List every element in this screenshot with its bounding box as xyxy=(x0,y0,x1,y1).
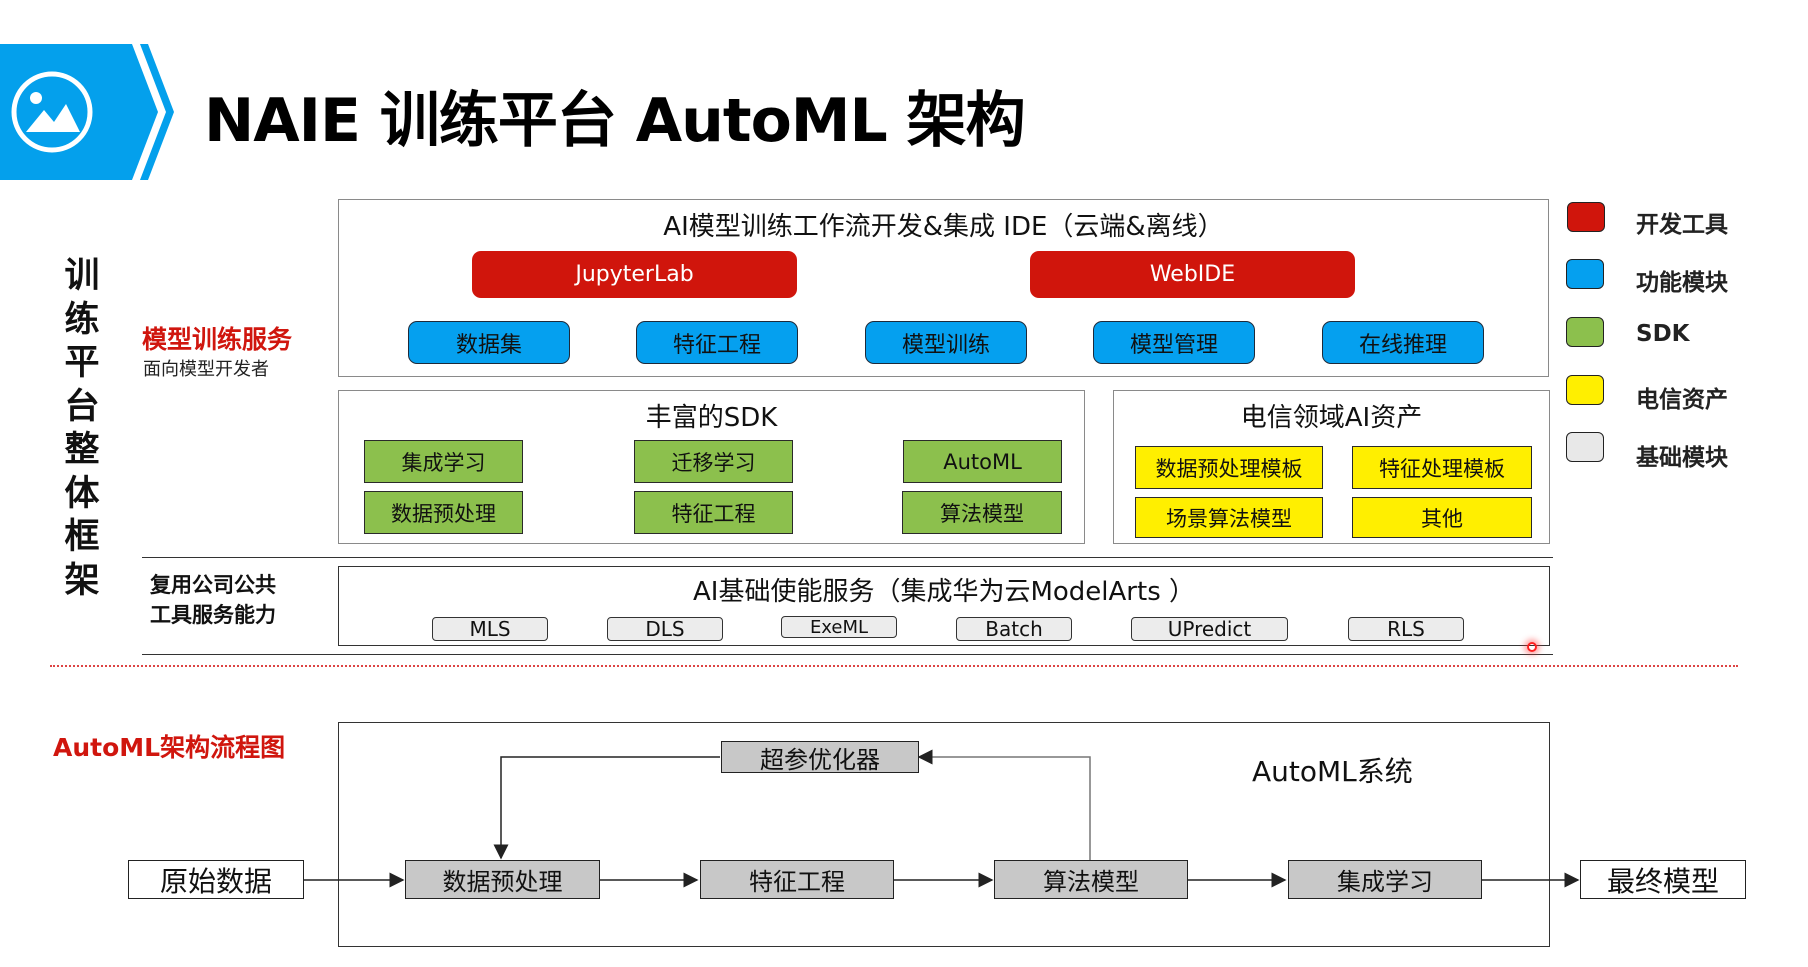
module-online-inference[interactable]: 在线推理 xyxy=(1322,321,1484,364)
flow-step-preprocess[interactable]: 数据预处理 xyxy=(405,860,600,899)
flow-optimizer[interactable]: 超参优化器 xyxy=(721,741,919,774)
sdk-panel-title: 丰富的SDK xyxy=(645,403,778,433)
asset-other[interactable]: 其他 xyxy=(1352,497,1532,538)
sdk-algorithm-model[interactable]: 算法模型 xyxy=(902,491,1062,534)
vertical-title-char: 训 xyxy=(64,256,100,296)
sdk-ensemble-learning[interactable]: 集成学习 xyxy=(364,440,523,483)
base-mls[interactable]: MLS xyxy=(432,617,548,641)
model-service-title: 模型训练服务 xyxy=(142,325,293,354)
vertical-title-char: 平 xyxy=(64,343,100,383)
flow-step-feature[interactable]: 特征工程 xyxy=(700,860,894,899)
legend-swatch-function-modules xyxy=(1566,259,1604,289)
tool-jupyterlab[interactable]: JupyterLab xyxy=(472,251,797,298)
flow-input-raw-data[interactable]: 原始数据 xyxy=(128,860,304,899)
asset-preprocessing-template[interactable]: 数据预处理模板 xyxy=(1135,446,1323,489)
asset-scenario-model[interactable]: 场景算法模型 xyxy=(1135,497,1323,538)
vertical-title-char: 框 xyxy=(64,517,100,557)
module-feature-engineering[interactable]: 特征工程 xyxy=(636,321,798,364)
sdk-feature-engineering[interactable]: 特征工程 xyxy=(634,491,793,534)
legend-swatch-base-modules xyxy=(1566,432,1604,462)
module-dataset[interactable]: 数据集 xyxy=(408,321,570,364)
legend-swatch-sdk xyxy=(1566,317,1604,347)
vertical-title: 训 练 平 台 整 体 框 架 xyxy=(62,255,102,603)
module-model-training[interactable]: 模型训练 xyxy=(865,321,1027,364)
base-services-title: AI基础使能服务（集成华为云ModelArts ） xyxy=(693,577,1195,607)
base-rls[interactable]: RLS xyxy=(1348,617,1464,641)
header-banner xyxy=(0,44,174,180)
flow-step-algorithm[interactable]: 算法模型 xyxy=(994,860,1188,899)
ide-panel-title: AI模型训练工作流开发&集成 IDE（云端&离线） xyxy=(663,212,1224,242)
vertical-title-char: 架 xyxy=(64,560,100,601)
image-icon xyxy=(11,71,93,153)
base-dls[interactable]: DLS xyxy=(607,617,723,641)
legend-label: 电信资产 xyxy=(1636,387,1728,413)
automl-system-box xyxy=(338,722,1550,947)
page-title: NAIE 训练平台 AutoML 架构 xyxy=(204,86,1026,156)
base-services-panel: AI基础使能服务（集成华为云ModelArts ） MLS DLS ExeML … xyxy=(338,566,1550,646)
asset-feature-template[interactable]: 特征处理模板 xyxy=(1352,446,1532,489)
base-exeml[interactable]: ExeML xyxy=(781,616,897,638)
reuse-label-line: 复用公司公共 xyxy=(150,573,276,597)
model-service-subtitle: 面向模型开发者 xyxy=(143,359,269,380)
legend-label: 基础模块 xyxy=(1636,445,1728,471)
base-batch[interactable]: Batch xyxy=(956,617,1072,641)
section-divider xyxy=(50,665,1738,667)
separator-line xyxy=(142,557,1553,558)
arrow-algorithm-to-optimizer xyxy=(917,749,1091,860)
pointer-indicator xyxy=(1527,642,1537,652)
sdk-automl[interactable]: AutoML xyxy=(903,440,1062,483)
ide-panel: AI模型训练工作流开发&集成 IDE（云端&离线） JupyterLab Web… xyxy=(338,199,1549,377)
vertical-title-char: 练 xyxy=(64,299,100,340)
module-model-management[interactable]: 模型管理 xyxy=(1093,321,1255,364)
flow-step-ensemble[interactable]: 集成学习 xyxy=(1288,860,1482,899)
telecom-panel: 电信领域AI资产 数据预处理模板 特征处理模板 场景算法模型 其他 xyxy=(1113,390,1550,544)
separator-line xyxy=(142,654,1553,655)
flow-output-final-model[interactable]: 最终模型 xyxy=(1580,860,1746,899)
telecom-panel-title: 电信领域AI资产 xyxy=(1240,403,1423,433)
legend-label: 功能模块 xyxy=(1636,270,1728,296)
flow-section-title: AutoML架构流程图 xyxy=(53,733,286,762)
base-upredict[interactable]: UPredict xyxy=(1131,617,1288,641)
tool-webide[interactable]: WebIDE xyxy=(1030,251,1355,298)
reuse-label-line: 工具服务能力 xyxy=(150,603,276,627)
vertical-title-char: 体 xyxy=(64,473,100,514)
legend-swatch-telecom-assets xyxy=(1566,375,1604,405)
automl-system-label: AutoML系统 xyxy=(1252,755,1413,788)
vertical-title-char: 台 xyxy=(64,386,100,427)
reuse-label: 复用公司公共 工具服务能力 xyxy=(150,570,276,630)
vertical-title-char: 整 xyxy=(64,430,100,470)
sdk-transfer-learning[interactable]: 迁移学习 xyxy=(634,440,793,483)
sdk-panel: 丰富的SDK 集成学习 迁移学习 AutoML 数据预处理 特征工程 算法模型 xyxy=(338,390,1085,544)
legend-label: 开发工具 xyxy=(1636,212,1728,238)
legend-label: SDK xyxy=(1636,321,1690,347)
arrow-optimizer-to-preprocess xyxy=(493,756,720,860)
sdk-data-preprocessing[interactable]: 数据预处理 xyxy=(364,491,523,534)
legend-swatch-dev-tools xyxy=(1567,202,1605,232)
